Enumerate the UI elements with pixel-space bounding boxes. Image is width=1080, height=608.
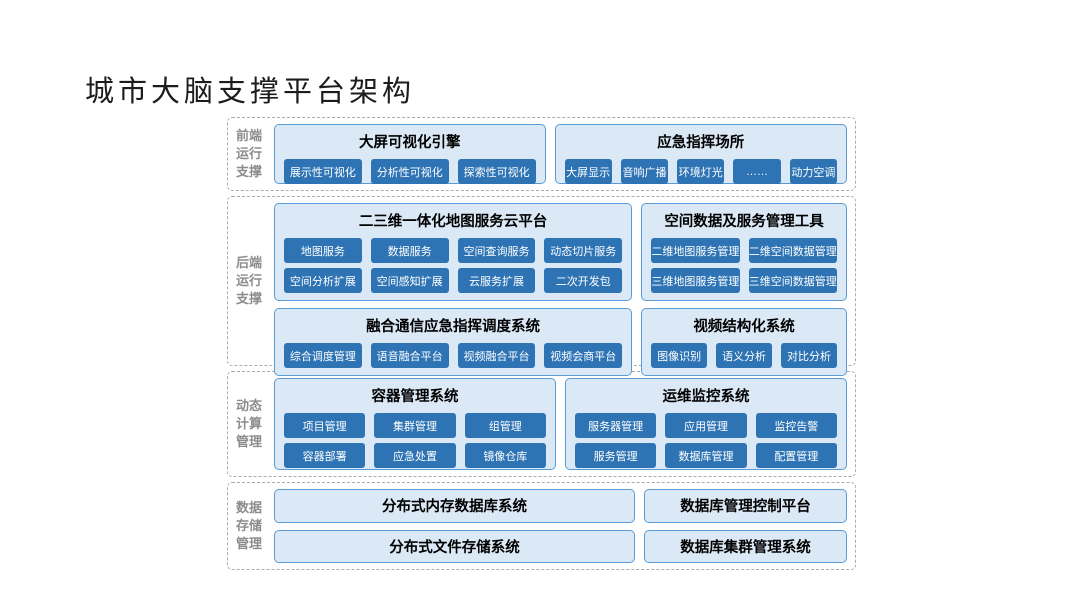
module-button: 二维空间数据管理 [748, 238, 838, 263]
section-label: 数据 存储 管理 [236, 489, 274, 563]
section-label-line: 管理 [236, 434, 263, 450]
section-label-line: 运行 [236, 145, 263, 161]
section-label: 前端 运行 支撑 [236, 124, 274, 184]
section-label: 动态 计算 管理 [236, 378, 274, 470]
module-button: 二维地图服务管理 [651, 238, 740, 263]
module-button: 对比分析 [781, 343, 837, 368]
module-button: 配置管理 [755, 443, 837, 468]
group-bigscreen-visualization-engine: 大屏可视化引擎 展示性可视化 分析性可视化 探索性可视化 [274, 124, 546, 184]
module-button: 图像识别 [651, 343, 708, 368]
module-button: 音响广播 [620, 159, 669, 184]
module-button: 综合调度管理 [284, 343, 362, 368]
module-button: 监控告警 [755, 413, 837, 438]
module-button: 镜像仓库 [464, 443, 546, 468]
module-button: 云服务扩展 [457, 268, 536, 293]
module-button: 大屏显示 [564, 159, 612, 184]
section-label-line: 管理 [236, 536, 263, 552]
module-button: 应用管理 [665, 413, 747, 438]
architecture-diagram: 前端 运行 支撑 大屏可视化引擎 展示性可视化 分析性可视化 探索性可视化 应急… [227, 117, 856, 575]
group-ops-monitoring-system: 运维监控系统 服务器管理 应用管理 监控告警 服务管理 数据库管理 配置管理 [565, 378, 847, 470]
section-backend-support: 后端 运行 支撑 二三维一体化地图服务云平台 地图服务 数据服务 空间查询服务 … [227, 196, 856, 376]
module-button: 空间查询服务 [457, 238, 536, 263]
module-button: 动力空调 [789, 159, 837, 184]
group-emergency-command-site: 应急指挥场所 大屏显示 音响广播 环境灯光 …… 动力空调 [554, 124, 847, 184]
group-header: 二三维一体化地图服务云平台 [358, 214, 548, 230]
module-button: 环境灯光 [677, 159, 725, 184]
group-map-service-cloud-platform: 二三维一体化地图服务云平台 地图服务 数据服务 空间查询服务 动态切片服务 空间… [274, 203, 633, 301]
module-button: 二次开发包 [544, 268, 623, 293]
section-label-line: 存储 [236, 517, 263, 533]
module-button: 数据库管理 [665, 443, 747, 468]
group-spatial-data-service-tools: 空间数据及服务管理工具 二维地图服务管理 二维空间数据管理 三维地图服务管理 三… [641, 203, 847, 301]
module-button: 探索性可视化 [457, 159, 536, 184]
section-label-line: 后端 [236, 254, 263, 270]
group-header: 融合通信应急指挥调度系统 [366, 319, 541, 335]
box-distributed-memory-database-system: 分布式内存数据库系统 [274, 489, 635, 523]
group-video-structuring-system: 视频结构化系统 图像识别 语义分析 对比分析 [641, 308, 847, 376]
box-database-control-platform: 数据库管理控制平台 [643, 489, 847, 523]
module-button: 项目管理 [284, 413, 366, 438]
module-button: …… [733, 159, 781, 184]
module-button: 语音融合平台 [370, 343, 449, 368]
group-header: 容器管理系统 [371, 389, 459, 405]
section-label-line: 支撑 [236, 291, 263, 307]
section-data-storage-management: 数据 存储 管理 分布式内存数据库系统 分布式文件存储系统 数据库管理控制平台 … [227, 482, 856, 570]
section-label-line: 前端 [236, 127, 263, 143]
module-button: 动态切片服务 [544, 238, 623, 263]
section-label-line: 支撑 [236, 164, 263, 180]
module-button: 应急处置 [374, 443, 456, 468]
group-converged-comm-dispatch-system: 融合通信应急指挥调度系统 综合调度管理 语音融合平台 视频融合平台 视频会商平台 [274, 308, 633, 376]
module-button: 分析性可视化 [370, 159, 449, 184]
group-header: 运维监控系统 [662, 389, 750, 405]
module-button: 视频会商平台 [544, 343, 623, 368]
module-button: 展示性可视化 [284, 159, 362, 184]
group-header: 视频结构化系统 [693, 319, 795, 335]
group-header: 应急指挥场所 [657, 135, 745, 151]
module-button: 集群管理 [374, 413, 456, 438]
page-title: 城市大脑支撑平台架构 [85, 74, 416, 108]
module-button: 三维空间数据管理 [748, 268, 838, 293]
section-label-line: 计算 [236, 415, 263, 431]
module-button: 三维地图服务管理 [651, 268, 740, 293]
module-button: 空间分析扩展 [284, 268, 362, 293]
section-label-line: 动态 [236, 397, 263, 413]
box-database-cluster-management-system: 数据库集群管理系统 [643, 529, 847, 563]
module-button: 语义分析 [716, 343, 773, 368]
module-button: 空间感知扩展 [370, 268, 449, 293]
box-distributed-file-storage-system: 分布式文件存储系统 [274, 529, 635, 563]
section-label-line: 数据 [236, 499, 263, 515]
section-dynamic-compute-management: 动态 计算 管理 容器管理系统 项目管理 集群管理 组管理 容器部署 应急处置 … [227, 371, 856, 477]
module-button: 视频融合平台 [457, 343, 536, 368]
section-frontend-support: 前端 运行 支撑 大屏可视化引擎 展示性可视化 分析性可视化 探索性可视化 应急… [227, 117, 856, 191]
module-button: 数据服务 [370, 238, 449, 263]
module-button: 容器部署 [284, 443, 366, 468]
module-button: 组管理 [464, 413, 546, 438]
module-button: 服务管理 [575, 443, 657, 468]
group-container-management-system: 容器管理系统 项目管理 集群管理 组管理 容器部署 应急处置 镜像仓库 [274, 378, 556, 470]
section-label: 后端 运行 支撑 [236, 203, 274, 359]
module-button: 服务器管理 [575, 413, 657, 438]
group-header: 大屏可视化引擎 [359, 135, 461, 151]
group-header: 空间数据及服务管理工具 [664, 214, 824, 230]
module-button: 地图服务 [284, 238, 362, 263]
section-label-line: 运行 [236, 272, 263, 288]
